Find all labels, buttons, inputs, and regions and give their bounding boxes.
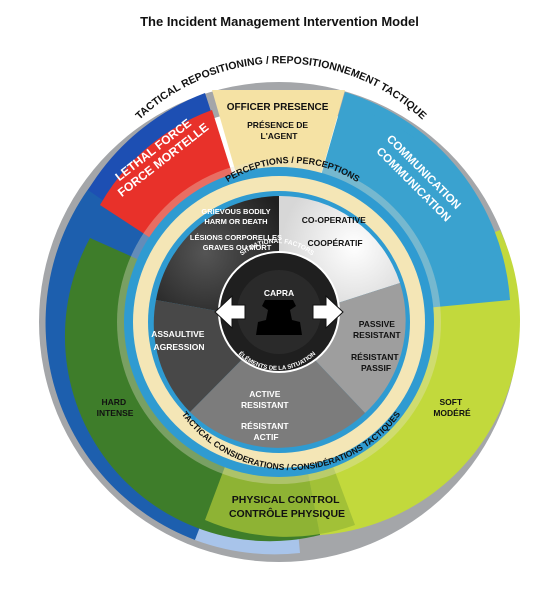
grievous-label-4: GRAVES OU MORT [203,243,272,252]
active-wedge [190,322,365,448]
active-label-3: RÉSISTANT [241,421,289,431]
passive-label-4: PASSIF [361,363,391,373]
svg-text:SOFT MODÉRÉ: SOFT MODÉRÉ [433,397,471,418]
soft-label: SOFT [439,397,462,407]
hard-label-fr: INTENSE [97,408,134,418]
assaultive-label: ASSAULTIVE [151,329,205,339]
passive-label-3: RÉSISTANT [351,352,399,362]
svg-text:OFFICER PRESENCE PRÉSENCE: OFFICER PRESENCE PRÉSENCE DE L'AGENT [227,102,331,141]
cooperative-label-fr: COOPÉRATIF [307,238,362,248]
hard-label: HARD [102,397,127,407]
svg-text:PASSIVE RESISTANT RÉSI: PASSIVE RESISTANT RÉSISTANT PASSIF [351,319,403,373]
grievous-label-2: HARM OR DEATH [204,217,267,226]
svg-text:GRIEVOUS BODILY HARM OR DE: GRIEVOUS BODILY HARM OR DEATH LÉSIONS CO… [190,207,284,252]
capra-label: CAPRA [264,288,294,298]
svg-text:PHYSICAL CONTROL CONTRÔLE: PHYSICAL CONTROL CONTRÔLE PHYSIQUE [229,494,345,520]
officer-presence-fr1: PRÉSENCE DE [247,120,308,130]
soft-label-fr: MODÉRÉ [433,408,471,418]
passive-label-2: RESISTANT [353,330,401,340]
svg-text:ASSAULTIVE AGRESSION: ASSAULTIVE AGRESSION [151,329,207,352]
physical-control-label-fr: CONTRÔLE PHYSIQUE [229,507,345,520]
diagram-title: The Incident Management Intervention Mod… [140,14,419,29]
svg-text:CO-OPERATIVE COOPÉRATIF: CO-OPERATIVE COOPÉRATIF [302,215,368,248]
officer-presence-label: OFFICER PRESENCE [227,102,329,113]
svg-text:HARD INTENSE: HARD INTENSE [97,397,134,418]
active-label-2: RESISTANT [241,400,289,410]
active-label-1: ACTIVE [249,389,281,399]
grievous-label-3: LÉSIONS CORPORELLES [190,233,282,242]
officer-silhouette-icon [256,300,302,335]
grievous-label-1: GRIEVOUS BODILY [201,207,270,216]
cooperative-label: CO-OPERATIVE [302,215,366,225]
physical-control-label: PHYSICAL CONTROL [232,494,340,506]
left-arrow-icon [214,294,246,330]
right-arrow-icon [312,294,344,330]
passive-label-1: PASSIVE [359,319,396,329]
svg-text:ACTIVE RESISTANT RÉSIS: ACTIVE RESISTANT RÉSISTANT ACTIF [241,389,291,442]
assaultive-label-fr: AGRESSION [153,342,204,352]
active-label-4: ACTIF [253,432,278,442]
officer-presence-fr2: L'AGENT [261,131,299,141]
